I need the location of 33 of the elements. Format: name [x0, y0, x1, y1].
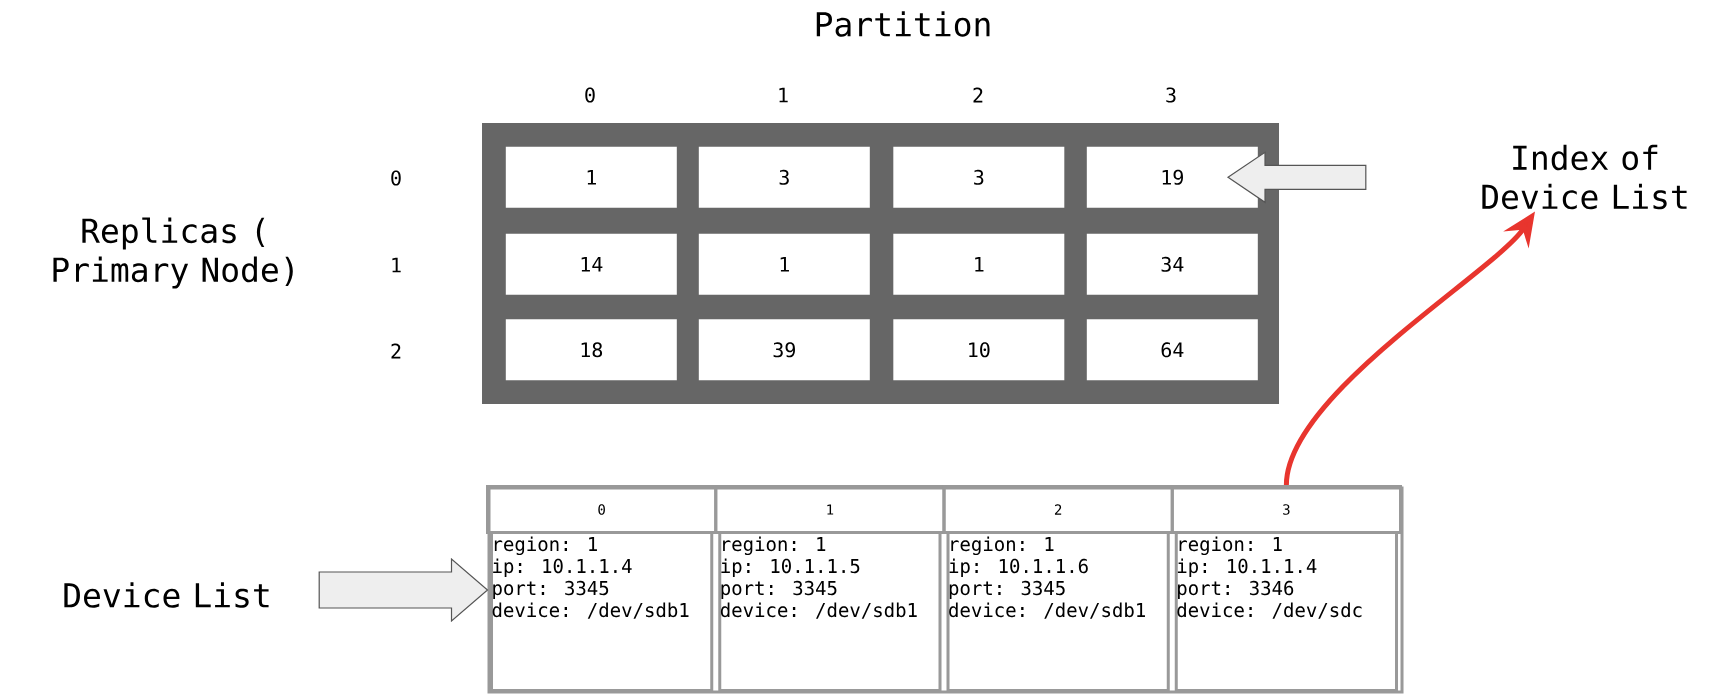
index-number: 1	[392, 257, 401, 273]
table-cell: 3	[698, 146, 870, 208]
header-cell: 1	[714, 485, 946, 534]
device-cell: region: 1 ip: 10.1.1.5 port: 3345 device: /dev/sdb1	[718, 531, 942, 692]
axis-title: Replicas ( Primary Node)	[53, 217, 293, 289]
table-cell: 64	[1086, 319, 1258, 381]
table-cell: 34	[1086, 233, 1258, 295]
table-cell: 39	[698, 319, 870, 381]
heading-text: Index of Device List	[1482, 144, 1687, 210]
index-number: 0	[585, 87, 595, 103]
table-cell: 10	[893, 319, 1065, 381]
table-cell: 1	[698, 233, 870, 295]
heading-text: Device List	[64, 582, 269, 608]
block-arrow	[318, 557, 489, 623]
device-cell: region: 1 ip: 10.1.1.6 port: 3345 device: /dev/sdb1	[946, 531, 1170, 692]
header-cell: 0	[486, 485, 718, 534]
index-number: 2	[973, 87, 983, 103]
table-cell: 1	[505, 146, 677, 208]
index-number: 1	[779, 87, 788, 103]
header-cell: 2	[942, 485, 1174, 534]
device-table	[487, 486, 1404, 694]
table-cell: 3	[893, 146, 1065, 208]
index-number: 0	[391, 170, 401, 186]
axis-title: Partition	[816, 11, 990, 37]
device-cell: region: 1 ip: 10.1.1.4 port: 3346 device: /dev/sdc	[1174, 531, 1398, 692]
table-cell: 14	[505, 233, 677, 295]
device-cell: region: 1 ip: 10.1.1.4 port: 3345 device: /dev/sdb1	[490, 531, 714, 692]
table-cell: 18	[505, 319, 677, 381]
index-number: 2	[391, 343, 401, 359]
block-arrow	[1226, 151, 1367, 204]
index-number: 3	[1166, 87, 1176, 103]
header-cell: 3	[1170, 485, 1402, 534]
table-cell: 1	[893, 233, 1065, 295]
